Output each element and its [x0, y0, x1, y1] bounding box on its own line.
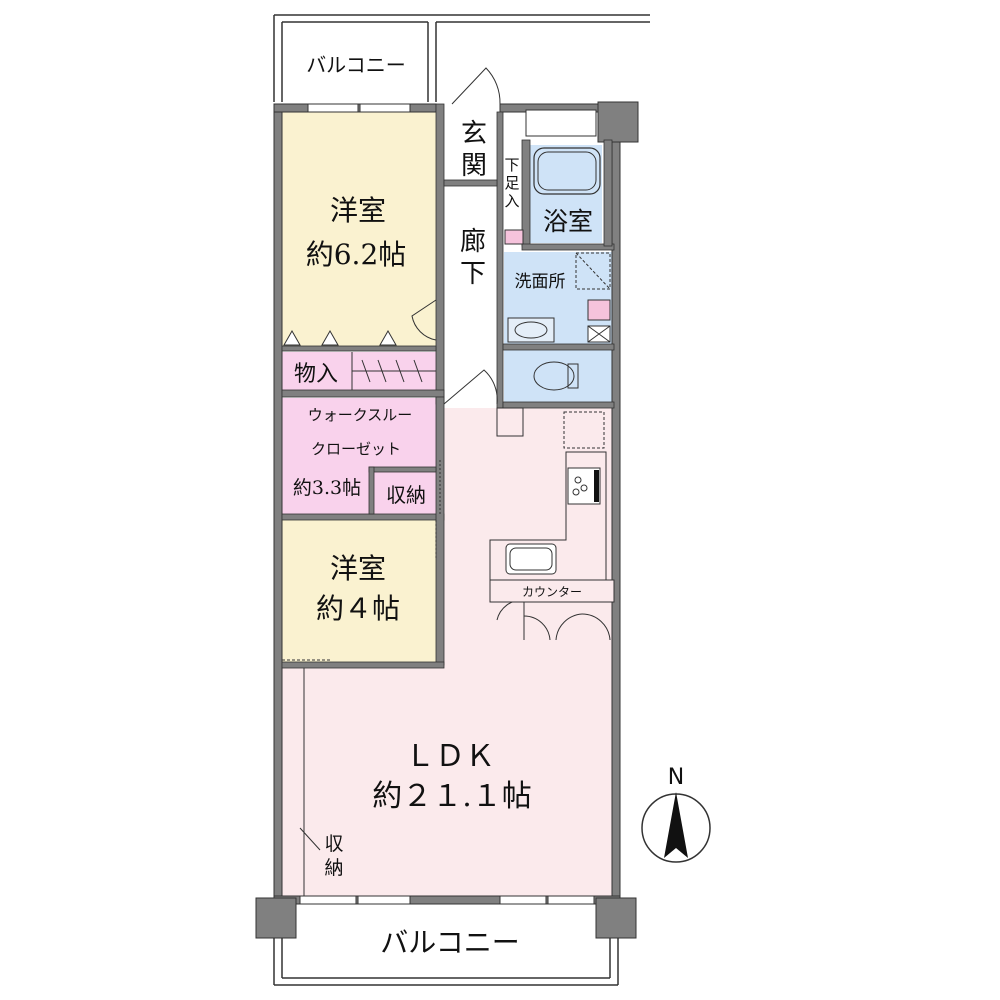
basin-bowl — [514, 321, 548, 339]
genkan-label-1: 玄 — [461, 119, 487, 149]
toilet-floor — [504, 350, 614, 402]
bath-label: 浴室 — [543, 207, 593, 236]
toilet-bowl — [533, 361, 575, 391]
ldk-name: ＬＤＫ — [405, 739, 495, 774]
balcony-top-label: バルコニー — [306, 53, 406, 77]
fridge-space — [563, 411, 605, 449]
yoshitsu2-name: 洋室 — [330, 552, 386, 585]
interior-walls — [281, 103, 615, 669]
north-arrow-icon — [664, 792, 688, 858]
corridor-floor — [445, 188, 497, 398]
wic-label-2: クローゼット — [311, 440, 401, 458]
compass: N — [641, 765, 711, 863]
wic-floor — [282, 398, 436, 514]
yoshitsu1-name: 洋室 — [330, 194, 386, 227]
washing-machine-pan — [575, 252, 611, 290]
wic-size: 約3.3帖 — [293, 477, 361, 499]
shoes-label-3: 入 — [504, 192, 519, 210]
exterior-walls — [255, 101, 639, 939]
shuno-small-label: 収納 — [386, 483, 426, 507]
ldk-size: 約２１.１帖 — [372, 779, 532, 814]
pink-cabinet-2 — [504, 229, 524, 245]
counter-bar — [489, 579, 615, 603]
yoshitsu1-floor — [282, 112, 436, 348]
yoshitsu2-size: 約４帖 — [316, 592, 400, 625]
balcony-bottom-label: バルコニー — [380, 926, 519, 959]
yoshitsu1-size: 約6.2帖 — [306, 238, 407, 271]
closet-triangles — [283, 329, 397, 346]
compass-north-label: N — [668, 765, 684, 790]
shuno-left-label-1: 収 — [324, 833, 343, 855]
monoire-doors — [351, 352, 436, 390]
top-windows — [307, 103, 597, 137]
pink-cabinet-1 — [587, 299, 611, 321]
balcony-bottom — [273, 935, 619, 986]
monoire-label: 物入 — [294, 362, 338, 387]
genkan-label-2: 関 — [461, 151, 487, 181]
door-arcs — [411, 67, 611, 641]
bathtub-inner — [537, 151, 597, 191]
counter-label: カウンター — [522, 585, 582, 599]
balcony-top — [273, 14, 650, 102]
corridor-notch — [496, 407, 524, 437]
corridor-label-1: 廊 — [460, 227, 486, 257]
bathtub — [533, 147, 601, 195]
toilet-tank — [567, 363, 579, 389]
kitchen-sink — [505, 543, 557, 575]
bottom-windows — [299, 895, 595, 905]
wic-label-1: ウォークスルー — [308, 406, 413, 424]
shoes-label-2: 足 — [504, 174, 519, 192]
shoes-label-1: 下 — [504, 156, 519, 174]
shuno-left-label-2: 納 — [324, 857, 343, 879]
senmen-label: 洗面所 — [515, 272, 566, 292]
yoshitsu2-floor — [282, 520, 436, 662]
corridor-label-2: 下 — [460, 259, 486, 289]
